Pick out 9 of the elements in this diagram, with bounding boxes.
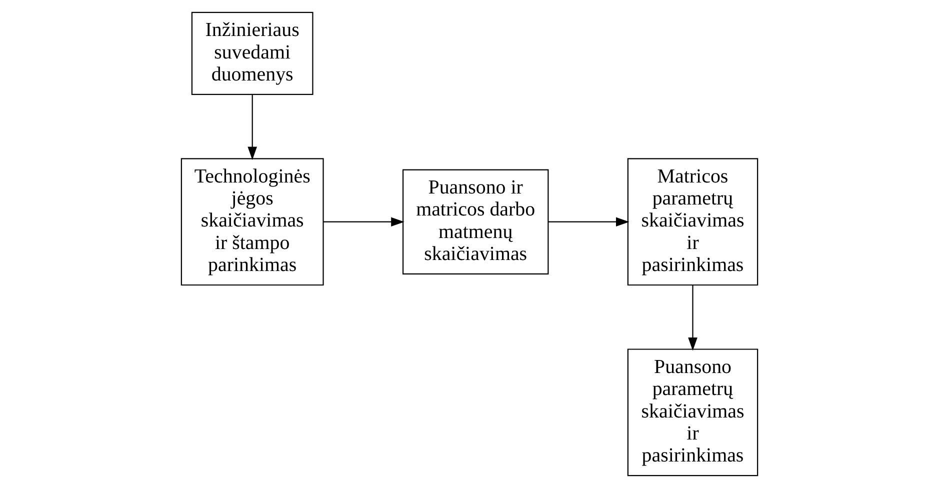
node-box: Inžinieriaus suvedami duomenys [190,12,313,95]
arrow [247,94,256,160]
arrow [548,217,629,226]
node-box: Technologinės jėgos skaičiavimas ir štampo parinkimas [180,158,324,286]
node-box: Puansono ir matricos darbo matmenų skaičiavimas [402,169,548,274]
arrow [688,286,697,351]
node-box: Puansono parametrų skaičiavimas ir pasirinkimas [626,348,758,476]
node-box: Matricos parametrų skaičiavimas ir pasirinkimas [626,158,758,286]
arrow [322,217,404,226]
